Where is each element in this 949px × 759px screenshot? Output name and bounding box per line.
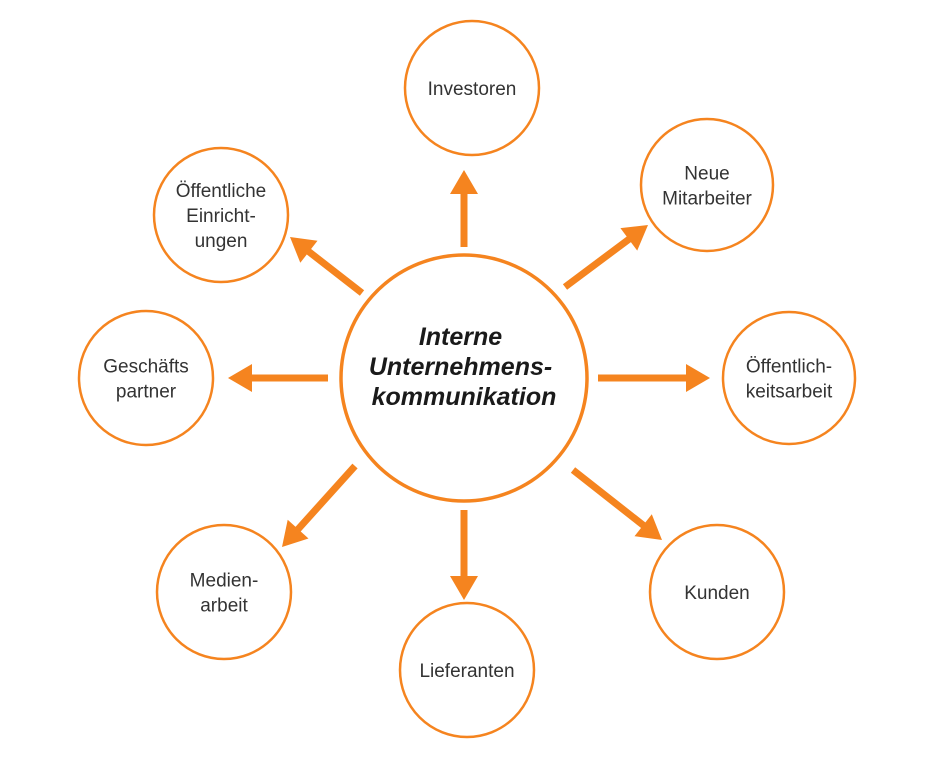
arrow-oeffentliche-einrichtungen — [290, 237, 365, 296]
arrow-shaft — [294, 463, 358, 534]
arrow-head-icon — [686, 364, 710, 392]
node-oeffentlichkeitsarbeit: Öffentlich-keitsarbeit — [721, 310, 857, 446]
arrow-lieferanten — [450, 510, 478, 600]
node-label-line-2: Einricht- — [186, 206, 256, 227]
center-label-line-1: Interne — [419, 323, 502, 351]
arrow-head-icon — [450, 576, 478, 600]
node-label-line-1: Öffentliche — [176, 181, 266, 202]
arrow-kunden — [570, 467, 662, 540]
center-label: Interne Unternehmens- kommunikation — [369, 323, 559, 411]
node-label-line-1: Kunden — [684, 583, 750, 604]
node-label: Medien-arbeit — [190, 571, 259, 617]
node-circle — [77, 309, 215, 447]
node-label: Kunden — [684, 583, 750, 604]
node-circle — [648, 523, 786, 661]
node-label-line-2: arbeit — [200, 596, 248, 617]
arrow-shaft — [562, 235, 633, 290]
node-label-line-1: Lieferanten — [419, 661, 514, 682]
arrow-head-icon — [620, 225, 648, 251]
node-label-line-1: Medien- — [190, 571, 259, 592]
arrow-investoren — [450, 170, 478, 247]
node-circle — [721, 310, 857, 446]
center-label-line-3: kommunikation — [372, 383, 557, 411]
arrow-medienarbeit — [282, 463, 358, 547]
node-lieferanten: Lieferanten — [398, 601, 536, 739]
arrow-head-icon — [282, 519, 309, 547]
node-label-line-2: keitsarbeit — [746, 382, 833, 403]
node-label: Geschäfts partner — [103, 357, 189, 403]
arrow-head-icon — [634, 514, 662, 540]
node-label: Investoren — [428, 79, 517, 100]
node-kunden: Kunden — [648, 523, 786, 661]
arrow-oeffentlichkeitsarbeit — [598, 364, 710, 392]
node-label: Lieferanten — [419, 661, 514, 682]
node-label-line-1: Neue — [684, 164, 729, 185]
node-circle — [398, 601, 536, 739]
node-circle — [155, 523, 293, 661]
arrows-layer — [228, 170, 710, 600]
arrow-shaft — [305, 247, 365, 296]
node-label: Öffentlich-keitsarbeit — [746, 357, 833, 403]
node-label-line-2: partner — [116, 382, 177, 403]
arrow-head-icon — [450, 170, 478, 194]
node-label-line-2: Mitarbeiter — [662, 189, 752, 210]
node-label-line-3: ungen — [195, 231, 248, 252]
node-label-line-1: Öffentlich- — [746, 357, 832, 378]
center-circle — [339, 253, 589, 503]
node-label-line-1: Investoren — [428, 79, 517, 100]
node-geschaeftspartner: Geschäfts partner — [77, 309, 215, 447]
arrow-head-icon — [228, 364, 252, 392]
node-circle — [152, 146, 290, 284]
arrow-geschaeftspartner — [228, 364, 328, 392]
arrow-head-icon — [290, 237, 318, 263]
node-circle — [403, 19, 541, 157]
node-circle — [639, 117, 775, 253]
node-investoren: Investoren — [403, 19, 541, 157]
arrow-shaft — [570, 467, 647, 530]
center-node: Interne Unternehmens- kommunikation — [339, 253, 589, 503]
arrow-neue-mitarbeiter — [562, 225, 648, 290]
node-medienarbeit: Medien-arbeit — [155, 523, 293, 661]
node-label-line-1: Geschäfts — [103, 357, 189, 378]
center-label-line-2: Unternehmens- — [369, 353, 552, 381]
